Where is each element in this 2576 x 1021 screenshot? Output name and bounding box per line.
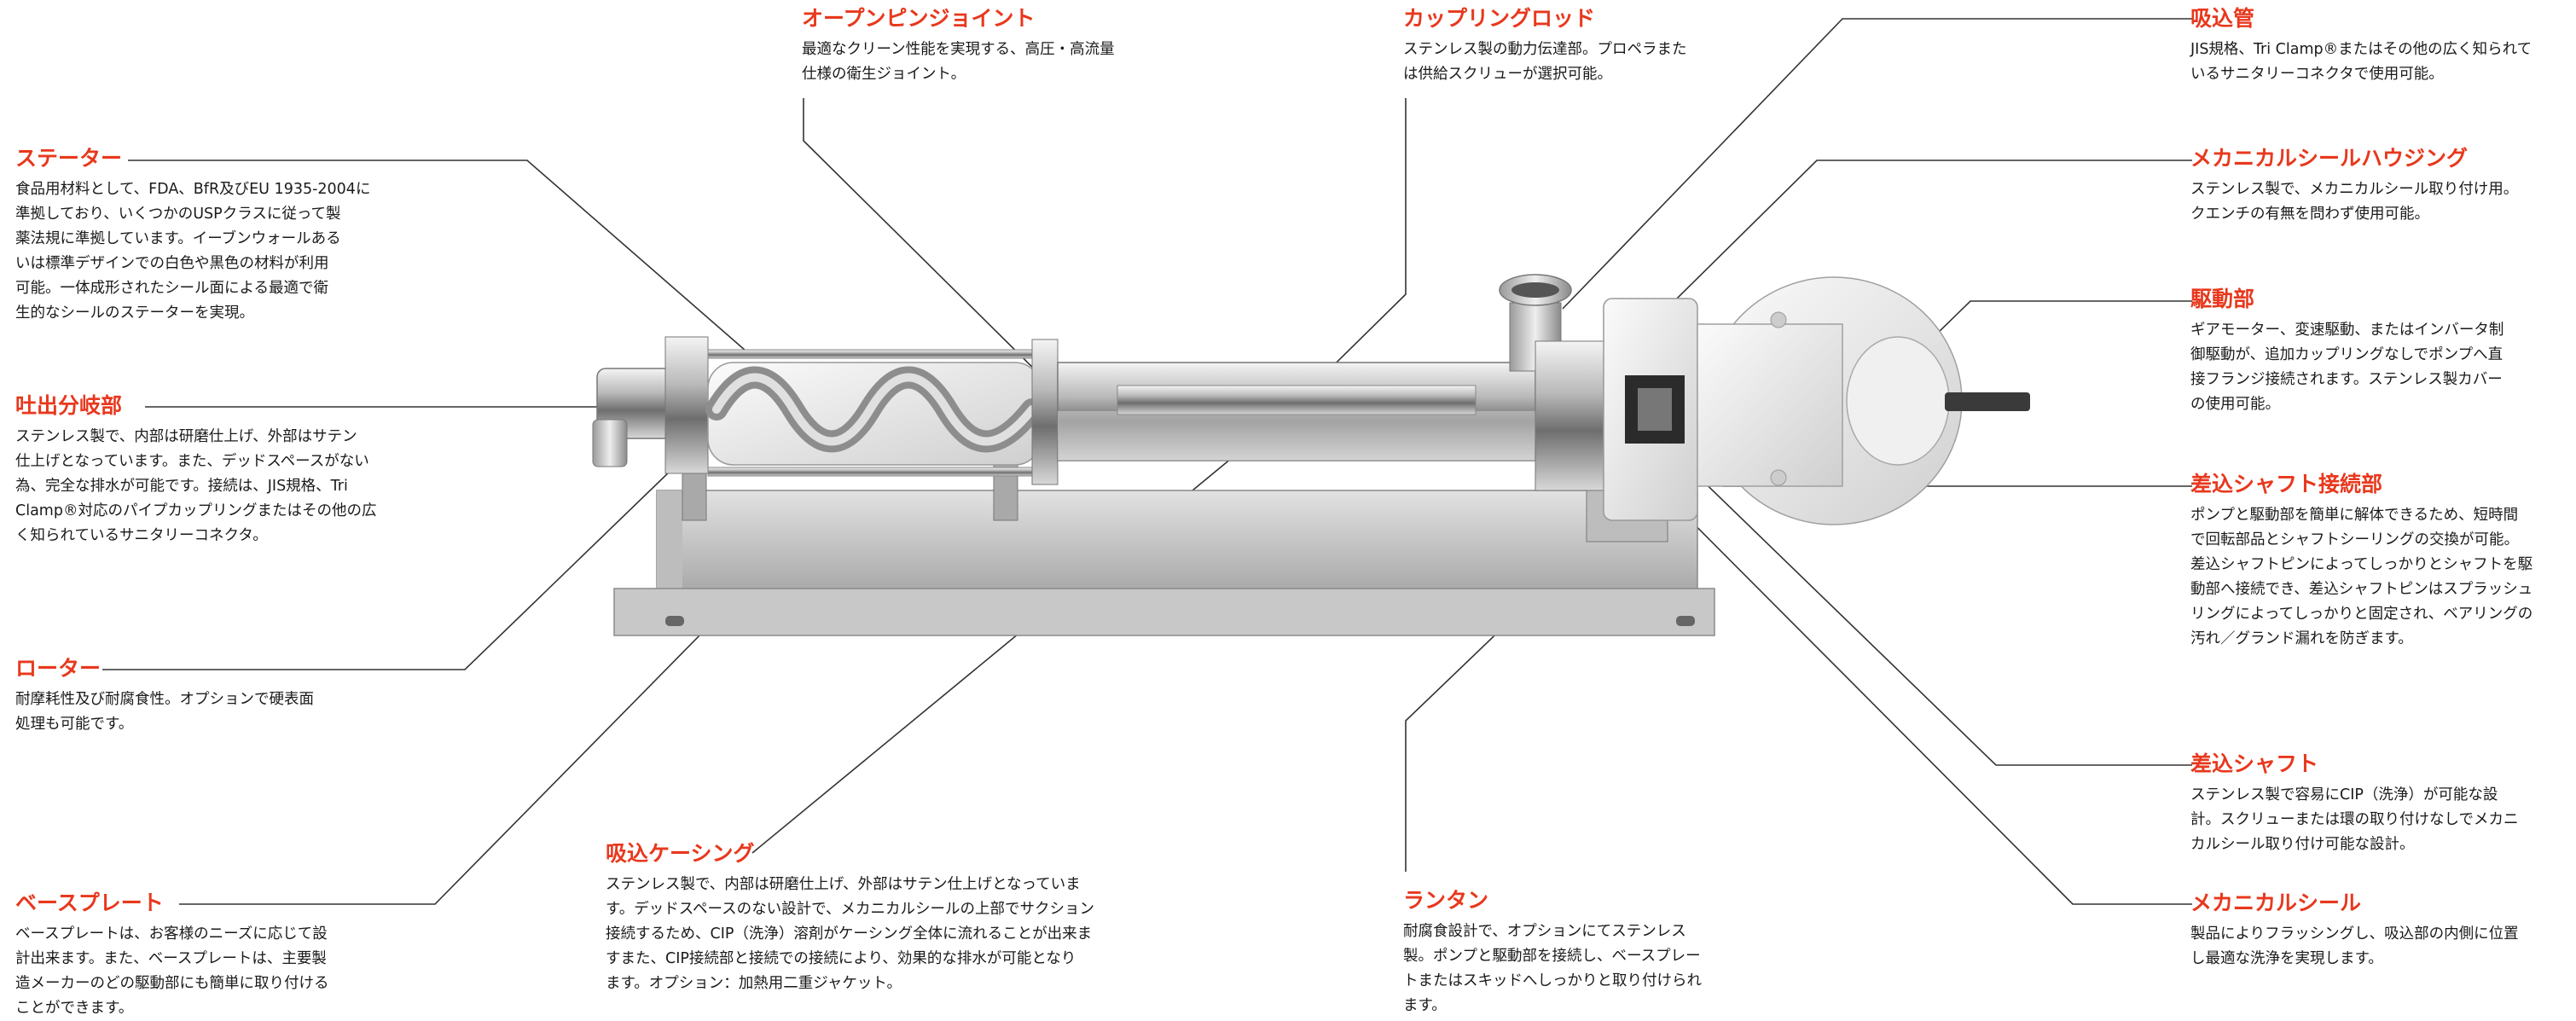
leader-rotor [102,467,675,670]
drive-description: ギアモーター、変速駆動、またはインバータ制 御駆動が、追加カップリングなしでポン… [2190,322,2504,413]
callout-rotor: ローター 耐摩耗性及び耐腐食性。オプションで硬表面 処理も可能です。 [15,655,382,737]
discharge-manifold-title: 吐出分岐部 [15,393,123,418]
rotor-title: ローター [15,656,102,681]
plugin-shaft-connection-description: ポンプと駆動部を簡単に解体できるため、短時間 で回転部品とシャフトシーリングの交… [2190,507,2533,647]
drive-title: 駆動部 [2190,287,2255,311]
lantern-title: ランタン [1403,888,1489,913]
plugin-shaft-title: 差込シャフト [2190,751,2319,776]
lantern-shape [1535,298,1698,521]
callout-suction-casing: 吸込ケーシング ステンレス製で、内部は研磨仕上げ、外部はサテン仕上げとなっていま… [606,840,1152,996]
coupling-rod-description: ステンレス製の動力伝達部。プロペラまた は供給スクリューが選択可能。 [1403,41,1687,83]
rotor-description: 耐摩耗性及び耐腐食性。オプションで硬表面 処理も可能です。 [15,691,314,733]
drive-shape [1697,276,2030,525]
callout-plugin-shaft: 差込シャフト ステンレス製で容易にCIP（洗浄）が可能な設 計。スクリューまたは… [2190,751,2566,857]
baseplate-description: ベースプレートは、お客様のニーズに応じて設 計出来ます。また、ベースプレートは、… [15,925,329,1017]
open-pin-joint-title: オープンピンジョイント [802,6,1036,31]
callout-baseplate: ベースプレート ベースプレートは、お客様のニーズに応じて設 計出来ます。また、ベ… [15,890,391,1021]
callout-mechanical-seal-housing: メカニカルシールハウジング ステンレス製で、メカニカルシール取り付け用。 クエン… [2190,145,2566,227]
suction-casing-title: 吸込ケーシング [606,841,755,866]
mechanical-seal-title: メカニカルシール [2190,890,2362,915]
leader-stator [128,160,753,357]
leader-suction-pipe [1562,18,2192,310]
stator-title: ステーター [15,146,123,171]
suction-casing-shape [1057,362,1536,461]
plugin-shaft-connection-title: 差込シャフト接続部 [2190,472,2383,496]
leader-mech-seal [1596,426,2192,905]
suction-casing-description: ステンレス製で、内部は研磨仕上げ、外部はサテン仕上げとなっていま す。デッドスペ… [606,876,1094,992]
callout-plugin-shaft-connection: 差込シャフト接続部 ポンプと駆動部を簡単に解体できるため、短時間 で回転部品とシ… [2190,471,2573,652]
discharge-manifold-description: ステンレス製で、内部は研磨仕上げ、外部はサテン 仕上げとなっています。また、デッ… [15,428,377,544]
open-pin-joint-description: 最適なクリーン性能を実現する、高圧・高流量 仕様の衛生ジョイント。 [802,41,1115,83]
mechanical-seal-housing-description: ステンレス製で、メカニカルシール取り付け用。 クエンチの有無を問わず使用可能。 [2190,181,2519,223]
leader-open-pin [803,98,1048,383]
callout-lantern: ランタン 耐腐食設計で、オプションにてステンレス 製。ポンプと駆動部を接続し、ベ… [1403,887,1761,1018]
discharge-manifold-shape [592,336,709,474]
stator-description: 食品用材料として、FDA、BfR及びEU 1935-2004に 準拠しており、い… [15,181,371,322]
suction-pipe-title: 吸込管 [2190,6,2255,31]
suction-pipe-description: JIS規格、Tri Clamp®またはその他の広く知られて いるサニタリーコネク… [2190,41,2532,83]
callout-drive: 駆動部 ギアモーター、変速駆動、またはインバータ制 御駆動が、追加カップリングな… [2190,286,2566,417]
mechanical-seal-description: 製品によりフラッシングし、吸込部の内側に位置 し最適な洗浄を実現します。 [2190,925,2519,967]
leader-baseplate [179,577,757,905]
stator-shape [705,362,1043,466]
lantern-description: 耐腐食設計で、オプションにてステンレス 製。ポンプと駆動部を接続し、ベースプレー… [1403,923,1702,1014]
plugin-shaft-description: ステンレス製で容易にCIP（洗浄）が可能な設 計。スクリューまたは環の取り付けな… [2190,786,2519,853]
leader-plugin-shaft [1633,413,2192,766]
coupling-rod-title: カップリングロッド [1403,6,1596,31]
leader-mech-seal-housing [1611,160,2192,363]
callout-mechanical-seal: メカニカルシール 製品によりフラッシングし、吸込部の内側に位置 し最適な洗浄を実… [2190,890,2566,972]
callout-coupling-rod: カップリングロッド ステンレス製の動力伝達部。プロペラまた は供給スクリューが選… [1403,5,1761,87]
callout-suction-pipe: 吸込管 JIS規格、Tri Clamp®またはその他の広く知られて いるサニタリ… [2190,5,2566,87]
baseplate-title: ベースプレート [15,890,164,915]
callout-stator: ステーター 食品用材料として、FDA、BfR及びEU 1935-2004に 準拠… [15,145,408,326]
baseplate-shape [613,490,1715,636]
mechanical-seal-housing-title: メカニカルシールハウジング [2190,146,2469,171]
callout-discharge-manifold: 吐出分岐部 ステンレス製で、内部は研磨仕上げ、外部はサテン 仕上げとなっています… [15,392,416,548]
callout-open-pin-joint: オープンピンジョイント 最適なクリーン性能を実現する、高圧・高流量 仕様の衛生ジ… [802,5,1177,87]
